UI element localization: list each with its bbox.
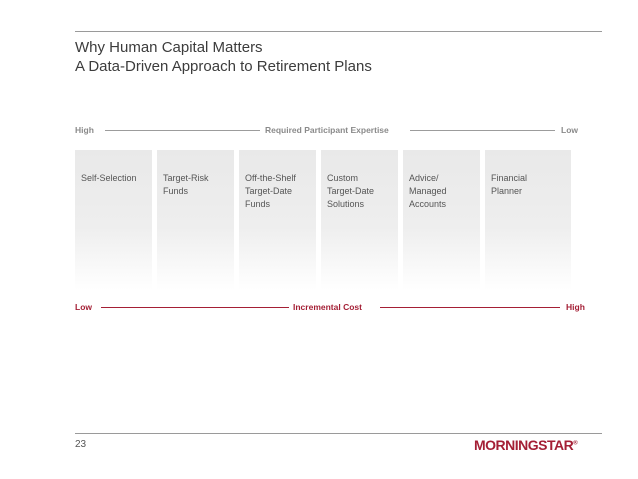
column-label: Off-the-Shelf Target-Date Funds [245,173,296,209]
title-line-1: Why Human Capital Matters [75,39,263,56]
slide-title: Why Human Capital Matters A Data-Driven … [75,38,372,76]
column-label: Self-Selection [81,173,137,183]
column-advice-managed-accounts: Advice/ Managed Accounts [403,150,480,290]
column-target-risk: Target-Risk Funds [157,150,234,290]
top-divider [75,31,602,32]
expertise-axis-line-right [410,130,555,131]
page-number: 23 [75,439,87,450]
expertise-axis-line-left [105,130,260,131]
expertise-high-label: High [71,125,98,135]
cost-axis-line-left [101,307,291,308]
expertise-axis-title: Required Participant Expertise [261,125,393,135]
cost-high-label: High [562,302,589,312]
column-label: Advice/ Managed Accounts [409,173,447,209]
bottom-divider [75,433,602,434]
cost-axis-title: Incremental Cost [289,302,366,312]
title-line-2: A Data-Driven Approach to Retirement Pla… [75,58,372,75]
solution-columns: Self-Selection Target-Risk Funds Off-the… [75,150,571,290]
column-label: Financial Planner [491,173,528,196]
column-financial-planner: Financial Planner [485,150,571,290]
cost-axis-line-right [380,307,560,308]
column-off-the-shelf-target-date: Off-the-Shelf Target-Date Funds [239,150,316,290]
column-custom-target-date: Custom Target-Date Solutions [321,150,398,290]
column-self-selection: Self-Selection [75,150,152,290]
logo-text: MORNINGSTAR [474,437,574,453]
registered-mark: ® [573,440,578,447]
column-label: Custom Target-Date Solutions [327,173,375,209]
column-label: Target-Risk Funds [163,173,209,196]
morningstar-logo: MORNINGSTAR® [474,437,578,453]
cost-low-label: Low [71,302,96,312]
expertise-low-label: Low [557,125,582,135]
